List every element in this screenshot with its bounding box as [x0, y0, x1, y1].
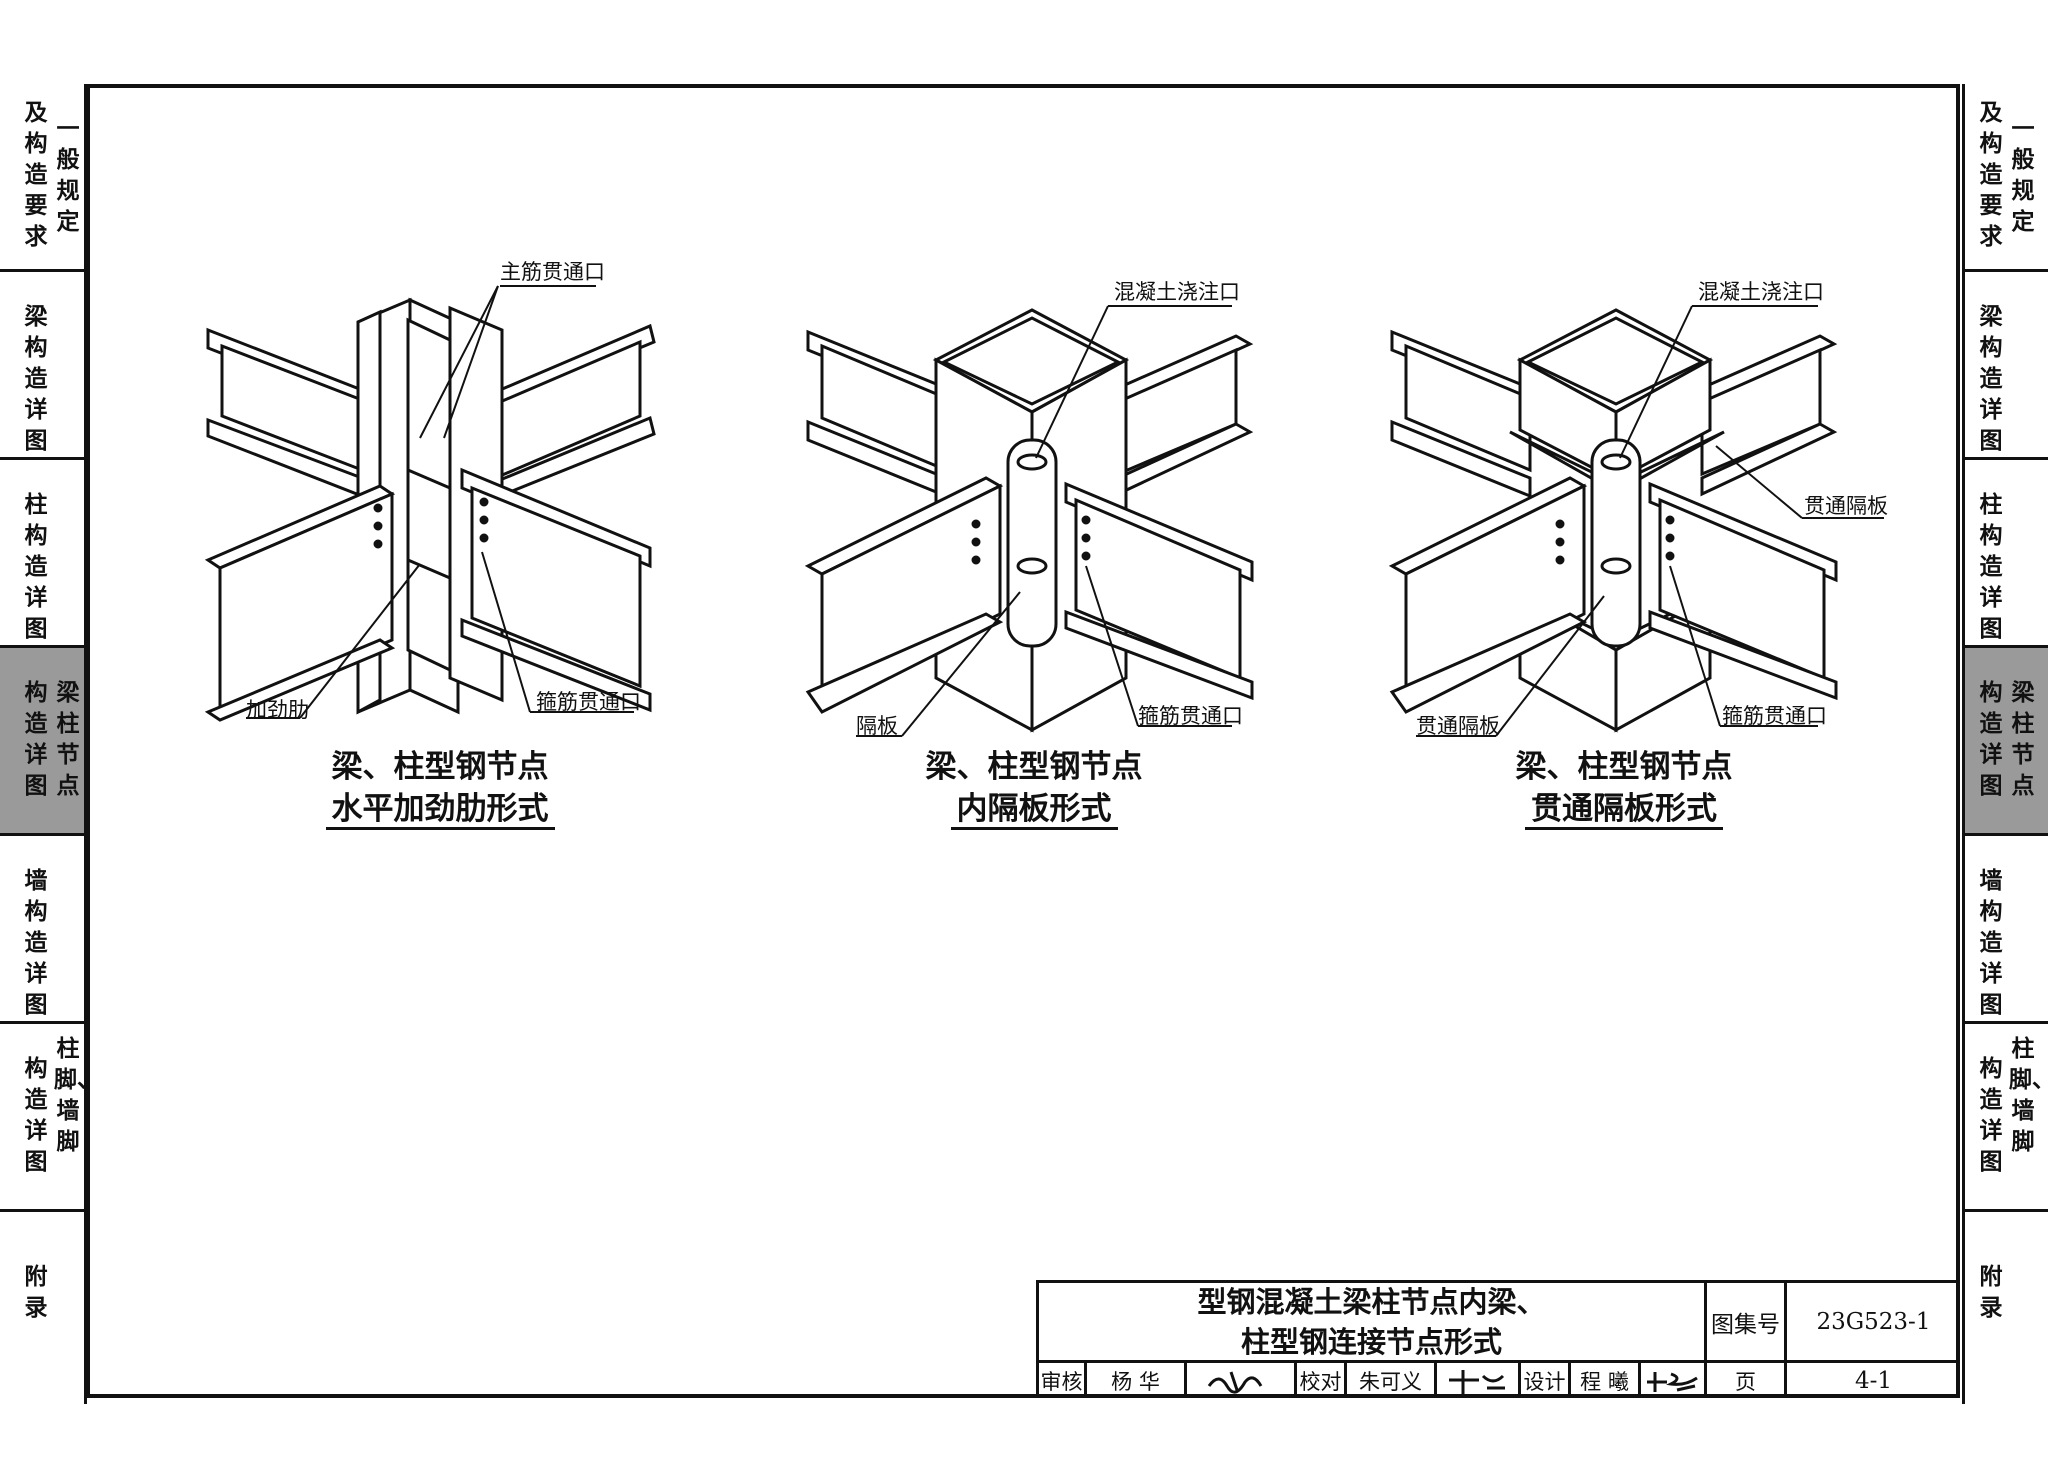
caption-line1: 梁、柱型钢节点: [1515, 749, 1733, 785]
title-line2: 柱型钢连接节点形式: [1240, 1324, 1502, 1359]
figure-3-caption: 梁、柱型钢节点 贯通隔板形式: [1494, 746, 1754, 830]
tab-col2: 梁柱节点: [56, 680, 80, 799]
figure-2-inner-diaphragm-joint: [804, 305, 1254, 737]
atlas-label: 图集号: [1707, 1283, 1787, 1363]
tab-col1: 柱构造详图: [24, 492, 48, 642]
tab-col1: 墙构造详图: [24, 868, 48, 1018]
tab-column-details[interactable]: 柱构造详图: [0, 460, 84, 648]
checker-label: 校对: [1297, 1363, 1347, 1398]
label-stirrup-opening: 箍筋贯通口: [536, 690, 641, 714]
tab-col2: 梁柱节点: [2011, 680, 2035, 799]
figure-2-caption: 梁、柱型钢节点 内隔板形式: [904, 746, 1164, 830]
label-stirrup-opening: 箍筋贯通口: [1722, 704, 1827, 728]
atlas-number: 23G523-1: [1787, 1283, 1960, 1363]
tab-col1: 构造详图: [24, 680, 48, 799]
title-line1: 型钢混凝土梁柱节点内梁、: [1197, 1284, 1546, 1319]
tab-appendix[interactable]: 附录: [0, 1212, 84, 1404]
tab-col1: 及构造要求: [24, 100, 48, 250]
tab-general-rules[interactable]: 及构造要求 一般规定: [0, 84, 84, 272]
caption-line1: 梁、柱型钢节点: [925, 749, 1143, 785]
tab-col1: 构造详图: [1979, 1056, 2003, 1175]
tab-wall-details[interactable]: 墙构造详图: [1965, 836, 2048, 1024]
designer-signature: [1641, 1363, 1707, 1398]
tab-col1: 墙构造详图: [1979, 868, 2003, 1018]
label-main-rebar-opening: 主筋贯通口: [500, 260, 605, 284]
checker-name: 朱可义: [1347, 1363, 1437, 1398]
tab-column-base[interactable]: 构造详图 柱脚、墙脚: [1965, 1024, 2048, 1212]
tab-col1: 柱构造详图: [1979, 492, 2003, 642]
tab-col1: 附录: [1979, 1264, 2003, 1321]
tab-general-rules[interactable]: 及构造要求 一般规定: [1965, 84, 2048, 272]
label-concrete-pour-hole: 混凝土浇注口: [1114, 280, 1240, 304]
label-diaphragm: 隔板: [856, 714, 898, 738]
tab-col1: 附录: [24, 1264, 48, 1321]
designer-name: 程 曦: [1571, 1363, 1641, 1398]
tab-col1: 构造详图: [24, 1056, 48, 1175]
tab-col2: 一般规定: [2011, 116, 2035, 235]
checker-signature: [1437, 1363, 1521, 1398]
figure-1-caption: 梁、柱型钢节点 水平加劲肋形式: [310, 746, 570, 830]
right-index-tabs: 及构造要求 一般规定 梁构造详图 柱构造详图 构造详图 梁柱节点 墙构造详图 构…: [1962, 84, 2048, 1404]
label-concrete-pour-hole: 混凝土浇注口: [1698, 280, 1824, 304]
designer-label: 设计: [1521, 1363, 1571, 1398]
tab-col1: 及构造要求: [1979, 100, 2003, 250]
drawing-title: 型钢混凝土梁柱节点内梁、 柱型钢连接节点形式: [1039, 1283, 1707, 1363]
tab-beam-column-joint[interactable]: 构造详图 梁柱节点: [0, 648, 84, 836]
tab-appendix[interactable]: 附录: [1965, 1212, 2048, 1404]
tab-column-base[interactable]: 构造详图 柱脚、墙脚: [0, 1024, 100, 1212]
label-through-diaphragm: 贯通隔板: [1416, 714, 1500, 738]
tab-beam-details[interactable]: 梁构造详图: [0, 272, 84, 460]
label-through-diaphragm: 贯通隔板: [1804, 494, 1888, 518]
tab-beam-details[interactable]: 梁构造详图: [1965, 272, 2048, 460]
reviewer-name: 杨 华: [1087, 1363, 1187, 1398]
title-block: 型钢混凝土梁柱节点内梁、 柱型钢连接节点形式 图集号 23G523-1 审核 杨…: [1036, 1280, 1960, 1398]
tab-col2: 一般规定: [56, 116, 80, 235]
label-stiffener: 加劲肋: [246, 698, 309, 722]
tab-beam-column-joint[interactable]: 构造详图 梁柱节点: [1965, 648, 2048, 836]
left-index-tabs: 及构造要求 一般规定 梁构造详图 柱构造详图 构造详图 梁柱节点 墙构造详图 构…: [0, 84, 100, 1404]
label-stirrup-opening: 箍筋贯通口: [1138, 704, 1243, 728]
figure-1-horizontal-stiffener-joint: [204, 285, 656, 722]
tab-col1: 梁构造详图: [24, 304, 48, 454]
caption-line2: 水平加劲肋形式: [325, 791, 555, 830]
tab-col1: 构造详图: [1979, 680, 2003, 799]
reviewer-label: 审核: [1039, 1363, 1087, 1398]
drawing-frame: [86, 84, 1960, 1398]
tab-column-details[interactable]: 柱构造详图: [1965, 460, 2048, 648]
caption-line2: 贯通隔板形式: [1525, 791, 1723, 830]
figure-3-through-diaphragm-joint: [1388, 305, 1884, 737]
tab-wall-details[interactable]: 墙构造详图: [0, 836, 84, 1024]
page-number: 4-1: [1854, 1367, 1893, 1394]
tab-col2: 柱脚、墙脚: [54, 1036, 100, 1155]
caption-line2: 内隔板形式: [950, 791, 1118, 830]
tab-col1: 梁构造详图: [1979, 304, 2003, 454]
caption-line1: 梁、柱型钢节点: [331, 749, 549, 785]
page-label: 页: [1707, 1363, 1787, 1398]
reviewer-signature: [1187, 1363, 1297, 1398]
